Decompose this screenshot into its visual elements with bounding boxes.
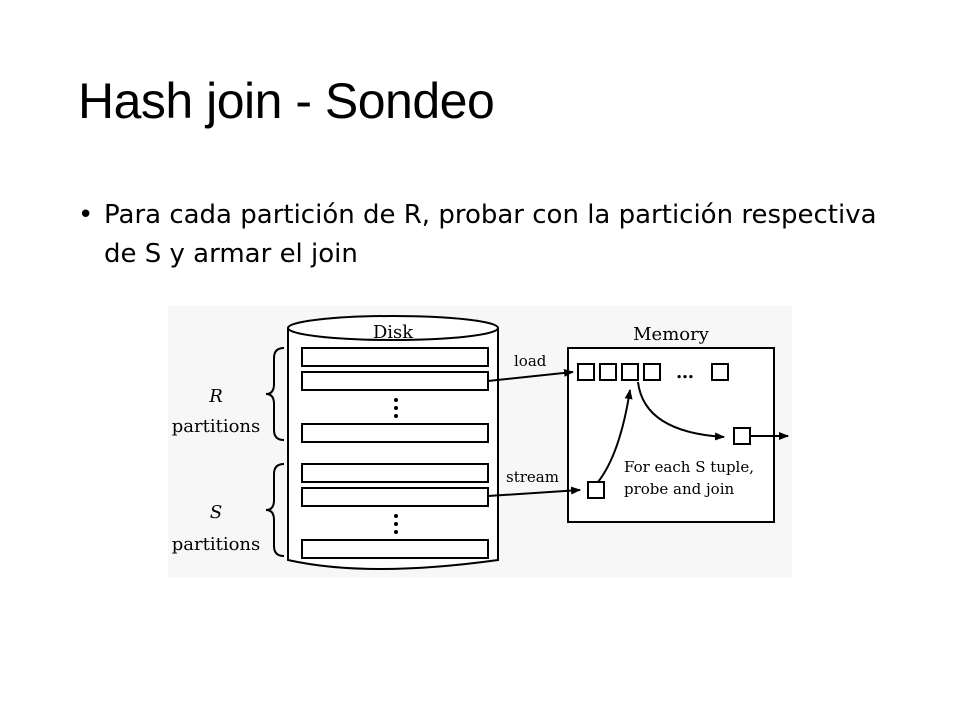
diagram-canvas: Disk R partitions S partitions Memory: [168, 306, 792, 578]
load-label: load: [514, 352, 547, 370]
r-vertical-ellipsis-icon: [394, 398, 398, 418]
note-line-1: For each S tuple,: [624, 458, 754, 476]
bullet-list: • Para cada partición de R, probar con l…: [78, 196, 878, 274]
r-partitions-label: partitions: [172, 416, 261, 437]
probe-arrow: [597, 389, 633, 483]
s-partitions-label: partitions: [172, 534, 261, 555]
s-partition-block: [301, 539, 489, 559]
s-brace: [265, 463, 285, 557]
s-partition-block: [301, 487, 489, 507]
s-vertical-ellipsis-icon: [394, 514, 398, 534]
stream-label: stream: [506, 468, 559, 486]
r-partition-block: [301, 371, 489, 391]
memory-hash-buckets: [577, 363, 729, 381]
r-partition-block: [301, 347, 489, 367]
note-line-2: probe and join: [624, 480, 735, 498]
disk-label: Disk: [373, 322, 414, 343]
load-arrow: [487, 368, 574, 382]
bullet-dot-icon: •: [78, 200, 94, 230]
s-tuple-box: [587, 481, 605, 499]
output-tuple-box: [733, 427, 751, 445]
join-arrow: [637, 381, 725, 441]
bucket-ellipsis: …: [676, 362, 694, 383]
stream-arrow: [487, 486, 581, 497]
r-brace: [265, 347, 285, 441]
bullet-text: Para cada partición de R, probar con la …: [104, 200, 877, 269]
r-partition-block: [301, 423, 489, 443]
hash-join-probe-diagram: Disk R partitions S partitions Memory: [168, 306, 792, 578]
s-letter: S: [210, 502, 222, 523]
bullet-item: • Para cada partición de R, probar con l…: [78, 196, 878, 274]
slide-title: Hash join - Sondeo: [78, 73, 495, 129]
memory-label: Memory: [633, 324, 710, 345]
r-letter: R: [208, 386, 223, 407]
s-partition-block: [301, 463, 489, 483]
